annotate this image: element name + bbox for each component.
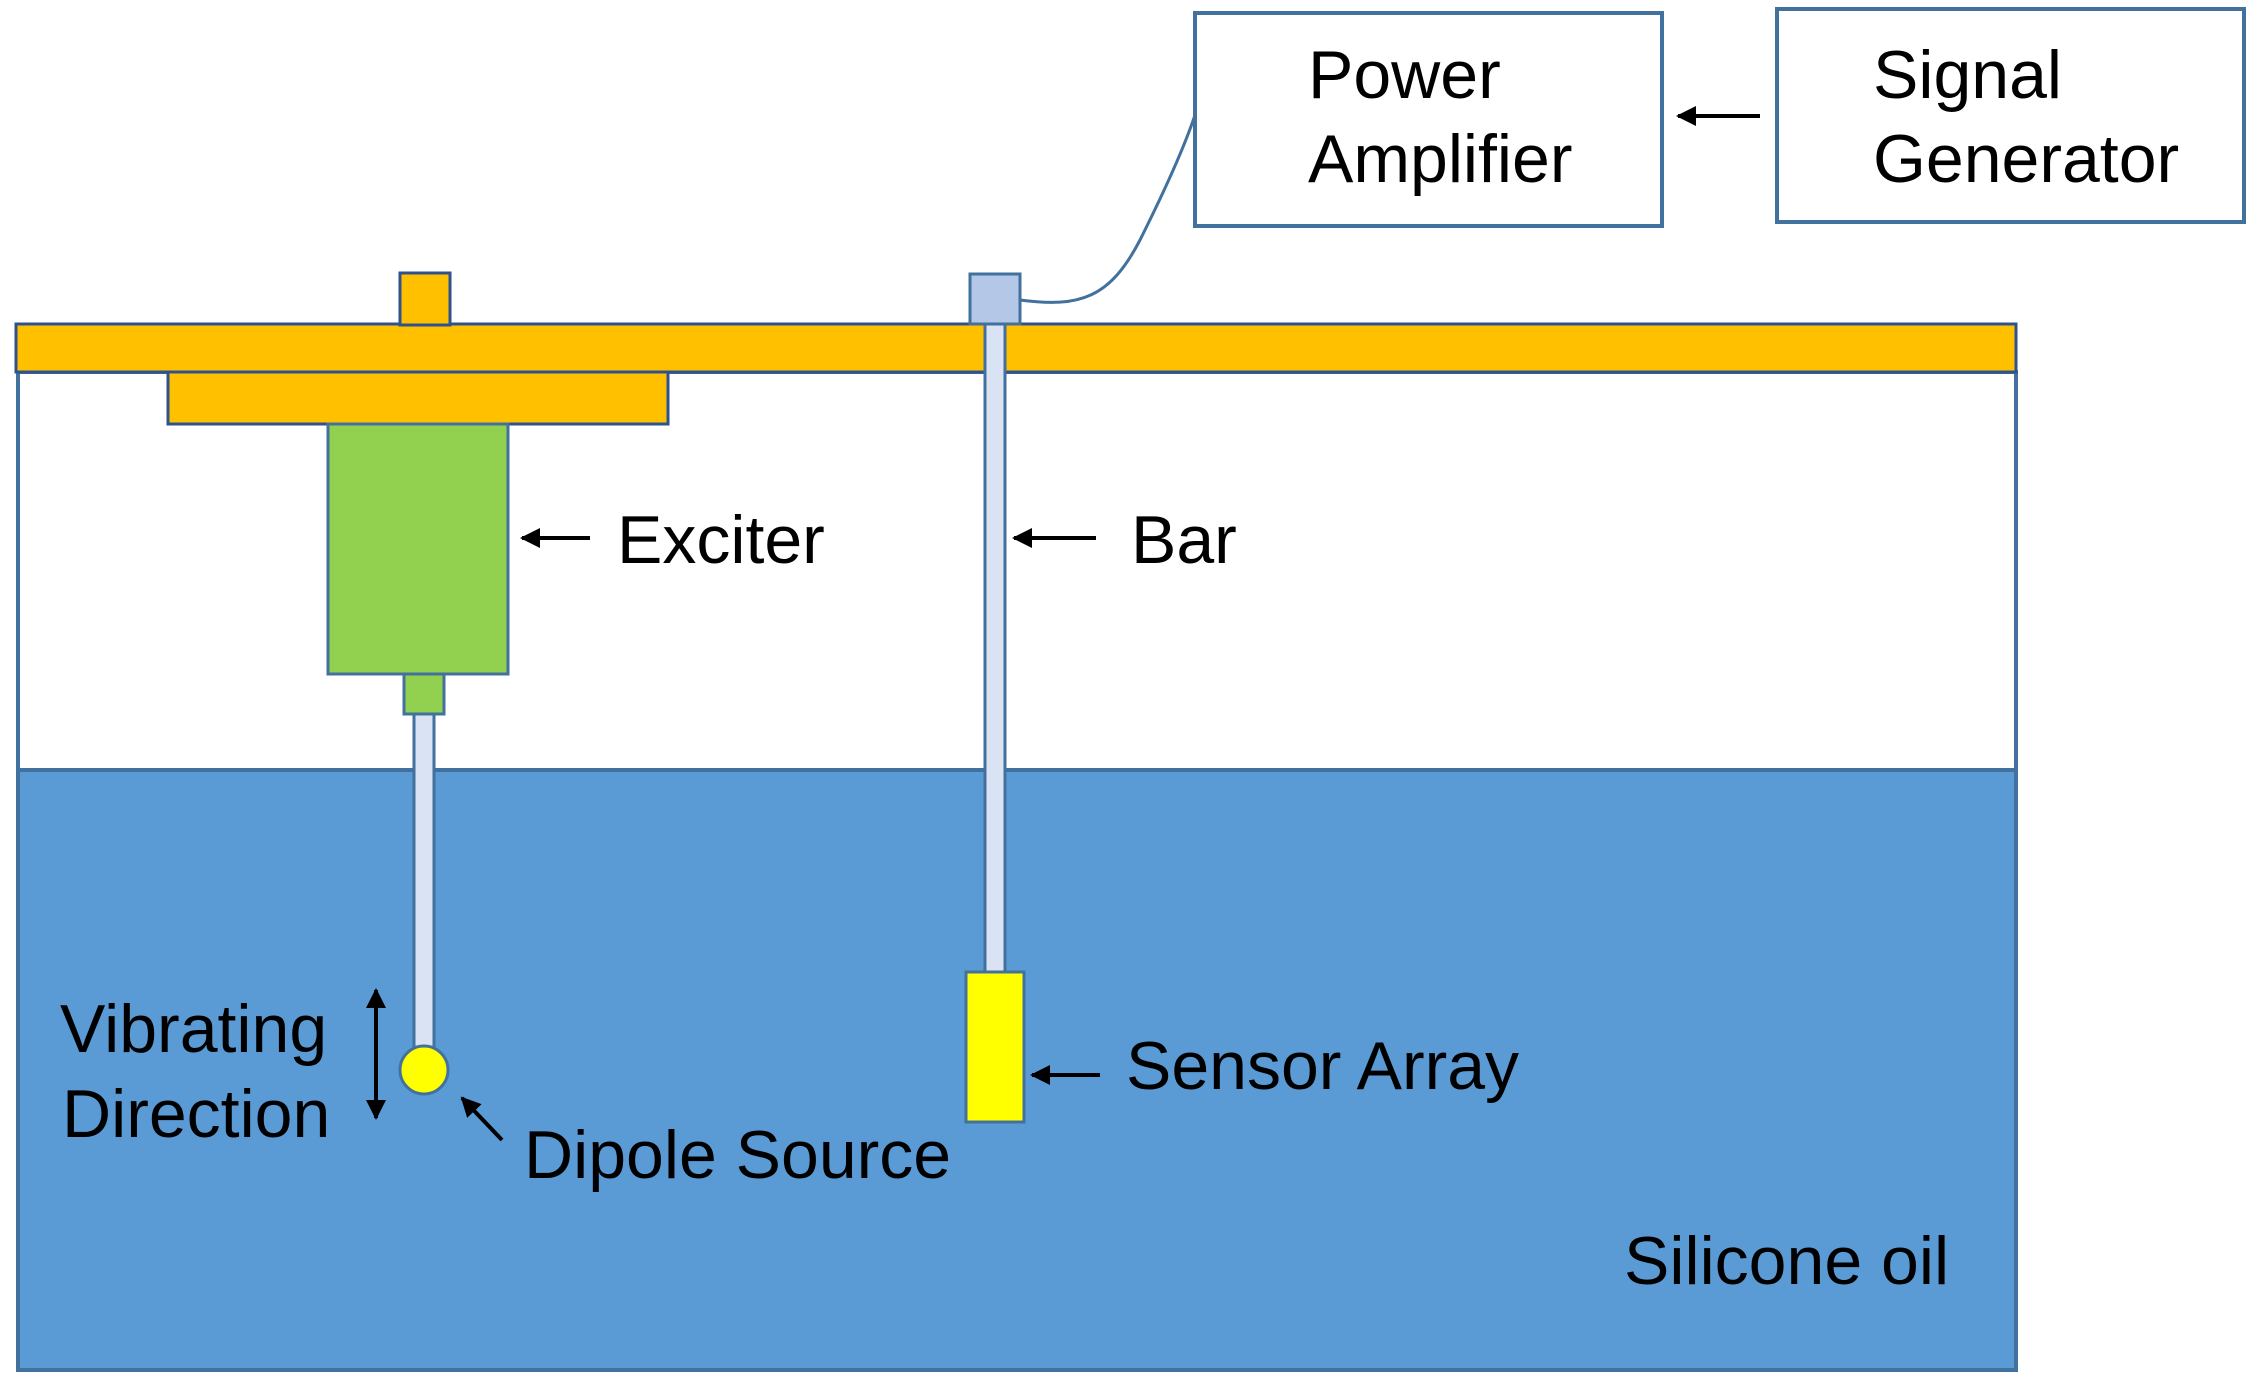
arrow-diagonal-icon [460, 1096, 504, 1142]
dipole-source-ball [398, 1044, 450, 1096]
silicone-oil-label: Silicone oil [1624, 1223, 1949, 1299]
dipole-source-label: Dipole Source [524, 1117, 951, 1193]
top-mount-plate [14, 322, 2018, 374]
bar-rod [983, 322, 1007, 974]
power-amplifier-label-line2: Amplifier [1308, 121, 1573, 197]
sensor-array-label: Sensor Array [1126, 1028, 1519, 1104]
signal-generator-box [1775, 7, 2246, 224]
exciter-rod [412, 712, 436, 1050]
exciter-label: Exciter [617, 502, 825, 578]
exciter-mount-plate [166, 370, 670, 426]
sensor-array-block [964, 970, 1026, 1124]
bar-clamp [968, 272, 1022, 326]
vibrating-direction-label-line2: Direction [62, 1076, 330, 1152]
tank-air-region [16, 370, 2018, 772]
exciter-body [326, 422, 510, 676]
signal-generator-label-line2: Generator [1873, 121, 2179, 197]
bar-label: Bar [1131, 502, 1237, 578]
mount-knob [398, 271, 452, 327]
power-amplifier-label-line1: Power [1308, 37, 1501, 113]
amplifier-cable [1019, 114, 1197, 304]
power-amplifier-box [1193, 11, 1664, 228]
exciter-stem [402, 672, 446, 716]
signal-generator-label-line1: Signal [1873, 37, 2062, 113]
vibrating-direction-label-line1: Vibrating [60, 991, 327, 1067]
